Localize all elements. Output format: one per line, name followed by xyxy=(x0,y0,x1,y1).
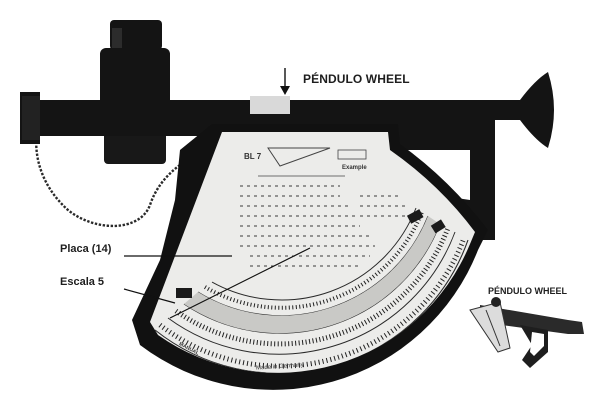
pendulo-wheel-window xyxy=(250,96,290,114)
eyepiece-housing xyxy=(100,20,170,164)
placa-label: Placa (14) xyxy=(60,243,112,255)
inset-instrument xyxy=(469,297,584,368)
pendulo-wheel-inset-label: PÉNDULO WHEEL xyxy=(488,286,568,296)
chain xyxy=(35,117,206,228)
arrow-head xyxy=(280,86,290,95)
pendulo-wheel-label: PÉNDULO WHEEL xyxy=(303,72,410,86)
escala-label: Escala 5 xyxy=(60,276,105,288)
dial-example-label: Example xyxy=(342,165,367,171)
dial-model-label: BL 7 xyxy=(244,152,262,161)
escala-leader xyxy=(123,288,176,304)
